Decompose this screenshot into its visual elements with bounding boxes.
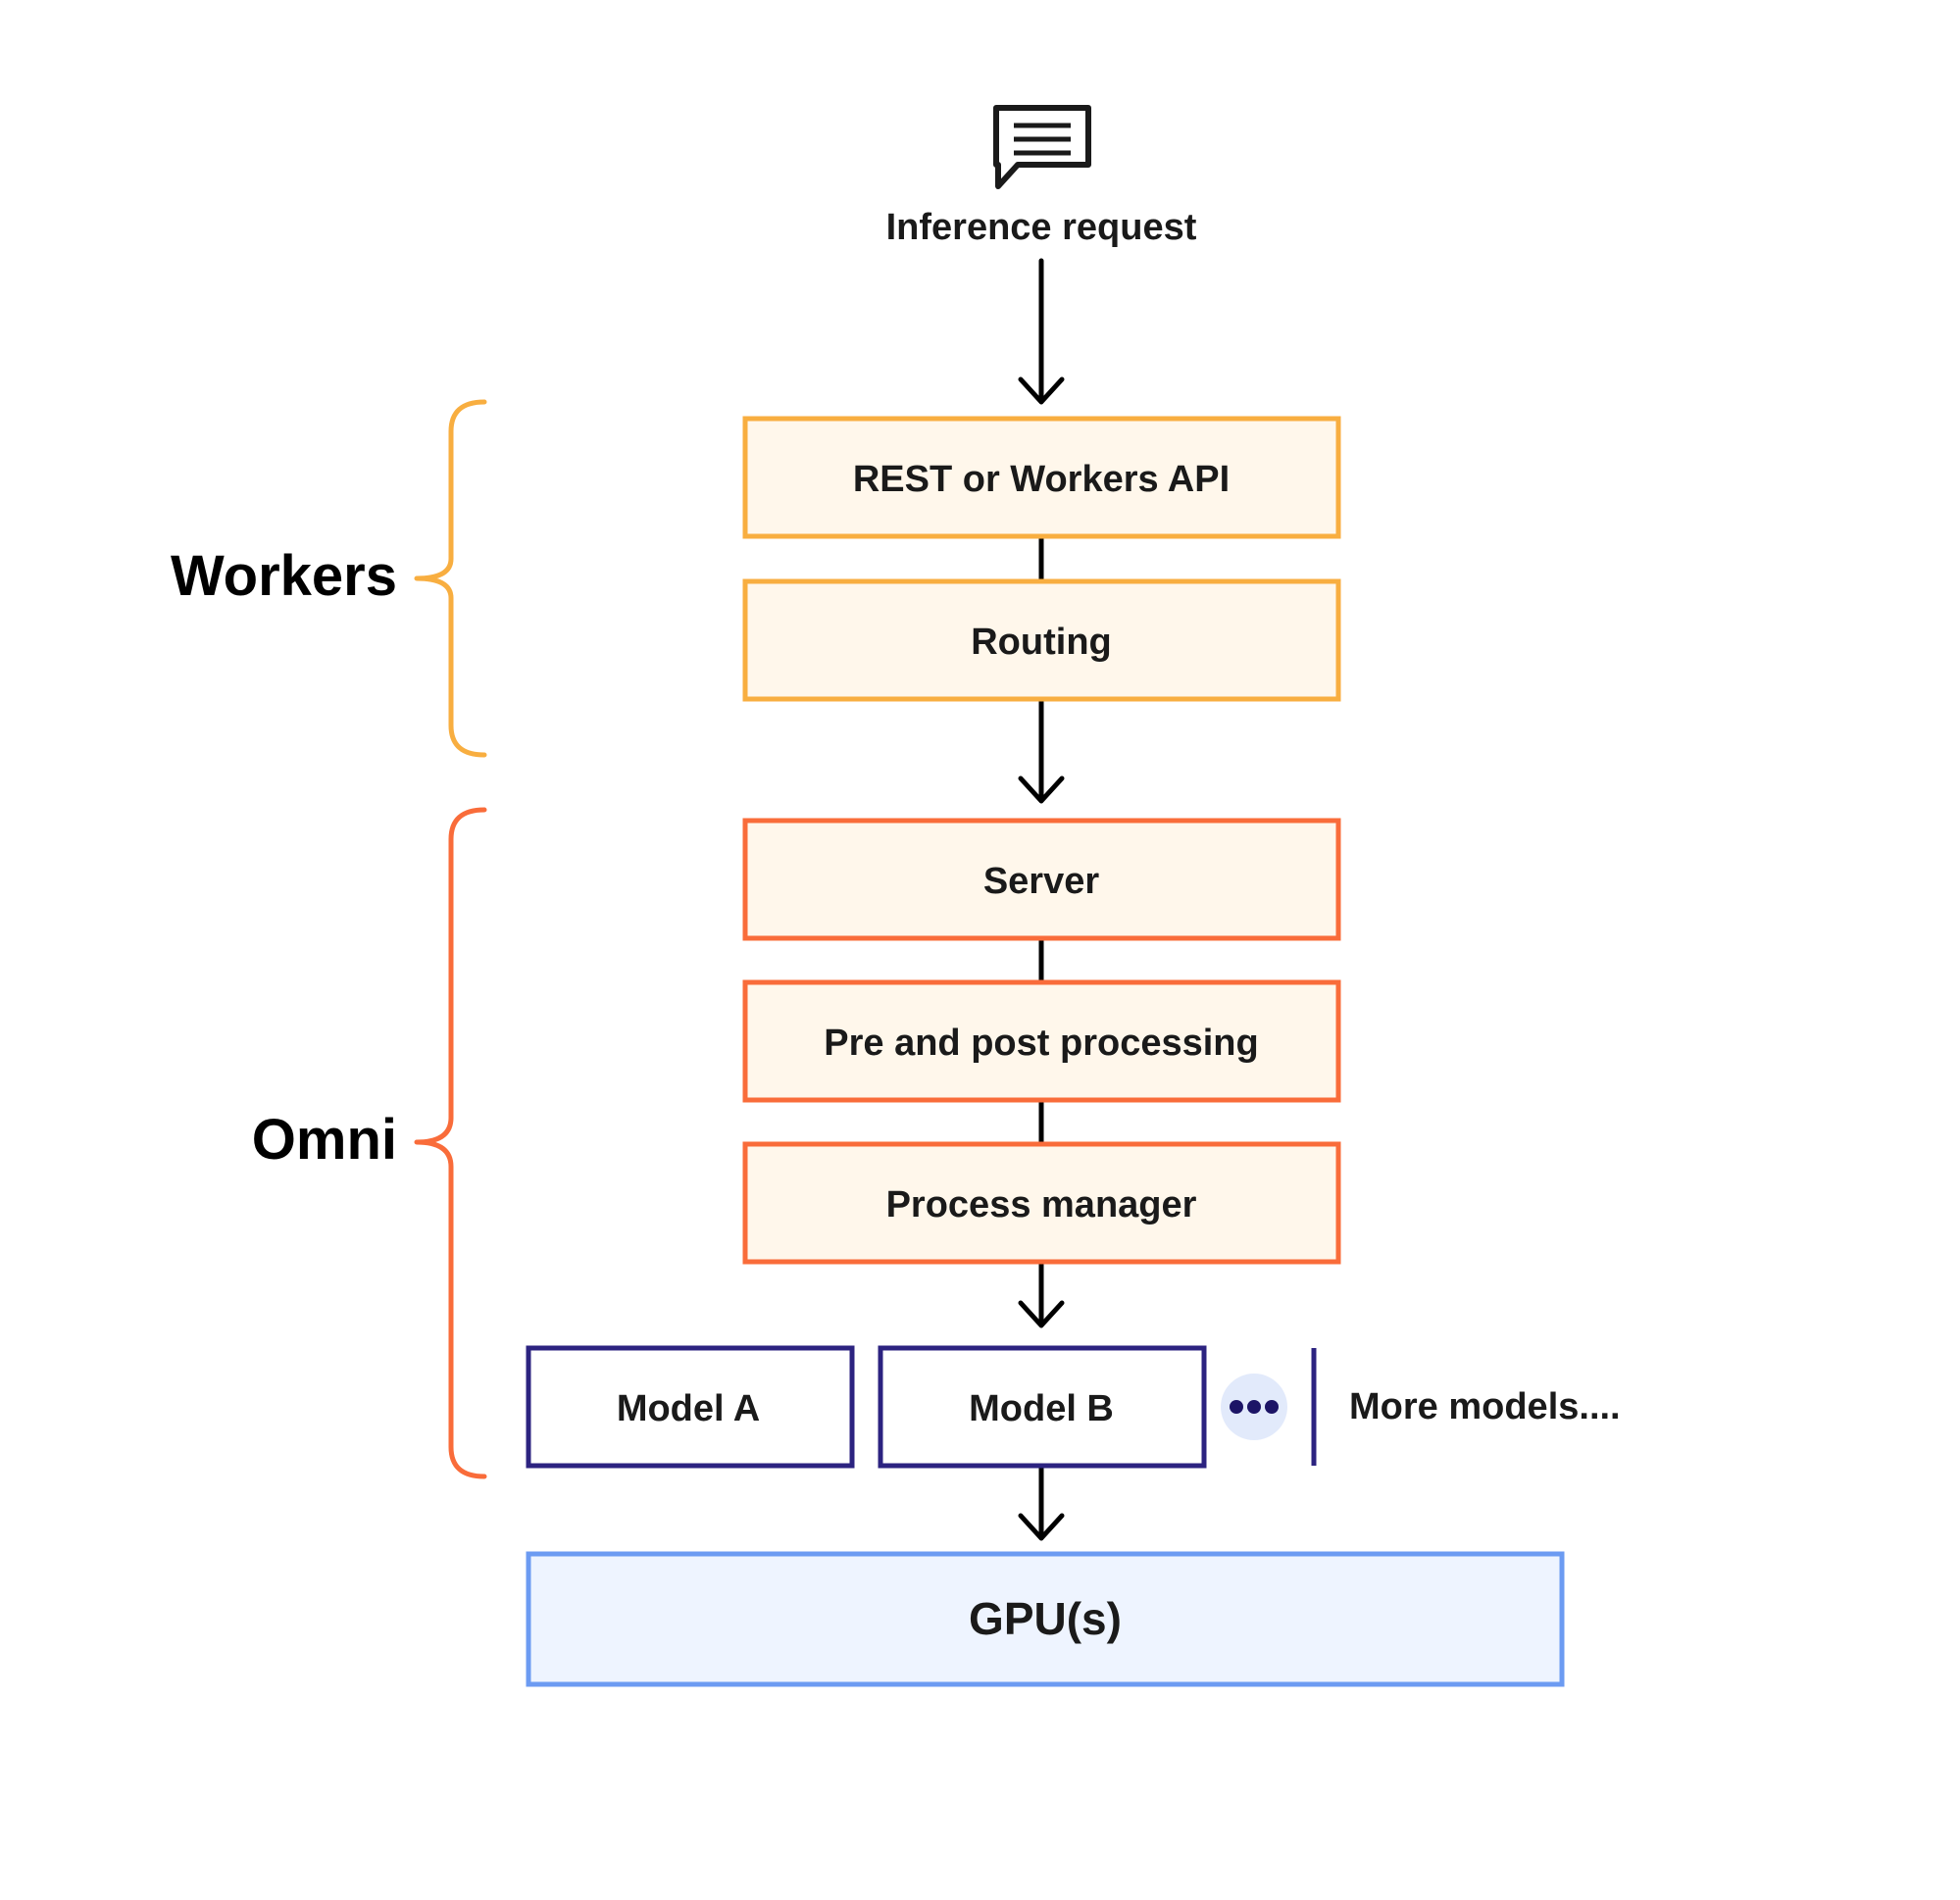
- rest-api-label: REST or Workers API: [853, 459, 1230, 500]
- model-b-box: Model B: [878, 1345, 1207, 1469]
- rest-api-box: REST or Workers API: [742, 416, 1341, 539]
- more-models-box: More models....: [1311, 1345, 1621, 1469]
- routing-box: Routing: [742, 578, 1341, 702]
- chat-bubble-icon: [993, 105, 1091, 189]
- arrow-manager-to-models: [1018, 1258, 1065, 1328]
- omni-group-label: Omni: [252, 1108, 397, 1172]
- routing-label: Routing: [971, 622, 1112, 663]
- process-manager-box: Process manager: [742, 1141, 1341, 1265]
- processing-label: Pre and post processing: [824, 1023, 1258, 1064]
- arrow-request-to-api: [1018, 258, 1065, 405]
- processing-box: Pre and post processing: [742, 979, 1341, 1103]
- model-b-label: Model B: [969, 1388, 1114, 1429]
- server-box: Server: [742, 818, 1341, 941]
- omni-brace: [414, 807, 487, 1479]
- inference-request-label: Inference request: [886, 207, 1197, 248]
- model-a-label: Model A: [617, 1388, 760, 1429]
- arrow-routing-to-server: [1018, 696, 1065, 804]
- gpu-box: GPU(s): [526, 1551, 1565, 1687]
- more-models-label: More models....: [1349, 1386, 1621, 1427]
- ellipsis-icon: [1221, 1374, 1287, 1440]
- workers-group-label: Workers: [171, 544, 397, 608]
- arrow-models-to-gpu: [1018, 1465, 1065, 1541]
- model-a-box: Model A: [526, 1345, 855, 1469]
- server-label: Server: [983, 861, 1100, 902]
- gpu-label: GPU(s): [969, 1593, 1122, 1644]
- workers-brace: [414, 399, 487, 758]
- process-manager-label: Process manager: [886, 1184, 1197, 1225]
